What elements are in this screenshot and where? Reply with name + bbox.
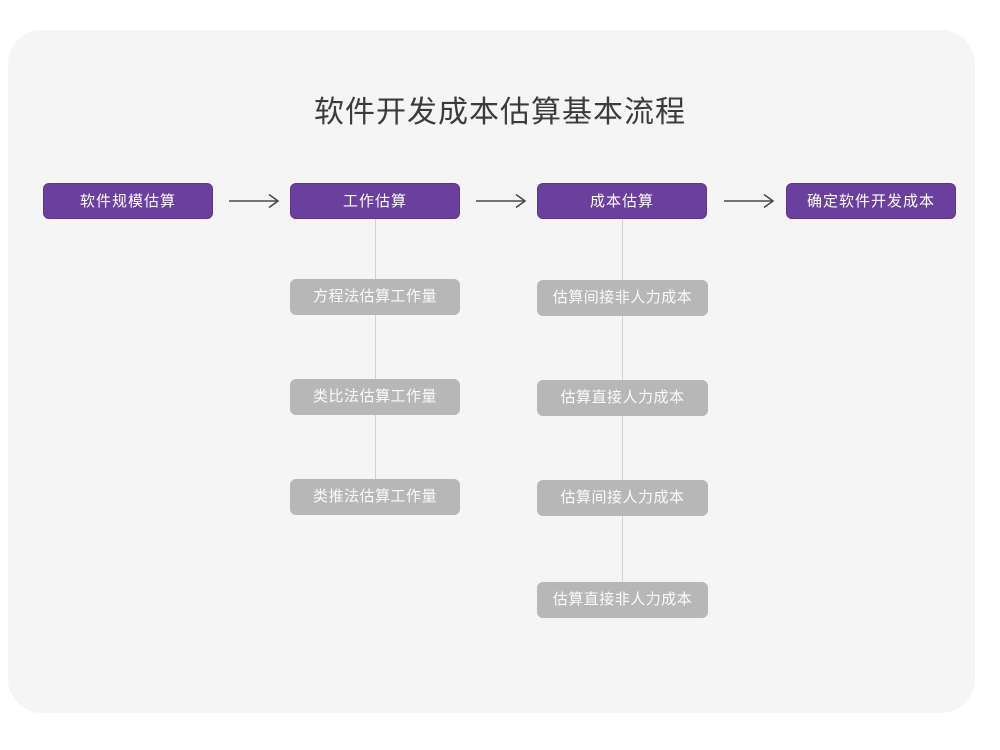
flow-node-software-scale-estimation[interactable]: 软件规模估算 — [43, 183, 213, 219]
flow-node-cost-estimation[interactable]: 成本估算 — [537, 183, 707, 219]
arrow-right-icon-1 — [225, 191, 285, 211]
flow-node-work-estimation[interactable]: 工作估算 — [290, 183, 460, 219]
arrow-right-icon-3 — [720, 191, 780, 211]
branch-2-item-indirect-labor-cost[interactable]: 估算间接人力成本 — [537, 480, 708, 516]
arrow-right-icon-2 — [472, 191, 532, 211]
branch-2-item-direct-labor-cost[interactable]: 估算直接人力成本 — [537, 380, 708, 416]
branch-1-item-inference-method[interactable]: 类推法估算工作量 — [290, 479, 460, 515]
flow-node-determine-development-cost[interactable]: 确定软件开发成本 — [786, 183, 956, 219]
branch-1-item-analogy-method[interactable]: 类比法估算工作量 — [290, 379, 460, 415]
connector-line-branch-1 — [375, 219, 376, 499]
branch-2-item-direct-nonlabor-cost[interactable]: 估算直接非人力成本 — [537, 582, 708, 618]
branch-1-item-equation-method[interactable]: 方程法估算工作量 — [290, 279, 460, 315]
branch-2-item-indirect-nonlabor-cost[interactable]: 估算间接非人力成本 — [537, 280, 708, 316]
diagram-card — [8, 30, 975, 713]
page-title: 软件开发成本估算基本流程 — [314, 96, 686, 129]
